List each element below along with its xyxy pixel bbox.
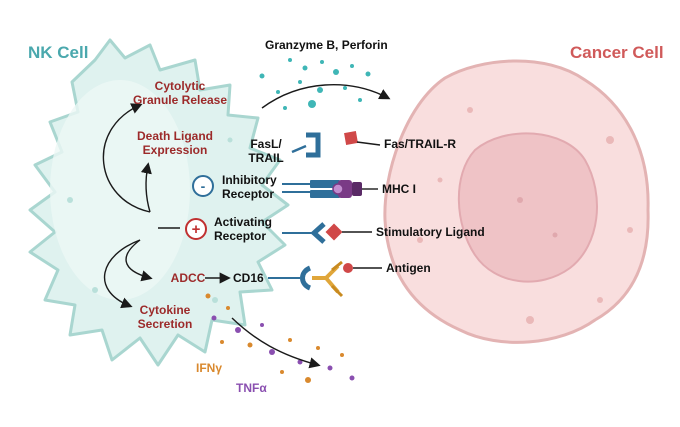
antigen-icon [343, 263, 382, 273]
plus-circle-icon: + [185, 218, 207, 240]
granzyme-label: Granzyme B, Perforin [265, 38, 388, 52]
nk-cell-title: NK Cell [28, 43, 88, 62]
cancer-cell-nucleus [457, 132, 598, 283]
death-ligand-label-line2: Expression [143, 143, 208, 157]
cd16-label: CD16 [233, 271, 264, 285]
mhc-label: MHC I [382, 182, 416, 196]
cytolytic-label-line2: Granule Release [133, 93, 227, 107]
antibody-icon [268, 260, 344, 298]
nk-pathway-arrows [102, 103, 231, 309]
activating-label-line2: Receptor [214, 229, 266, 243]
mhc-icon [332, 180, 378, 198]
cytokine-label-line1: Cytokine [140, 303, 191, 317]
fas-trail-r-icon [344, 131, 381, 146]
fas-trail-r-label: Fas/TRAIL-R [384, 137, 456, 151]
stimulatory-ligand-label: Stimulatory Ligand [376, 225, 485, 239]
cytokine-arrow [231, 317, 321, 369]
cytokine-dots [205, 293, 355, 383]
cytolytic-label-line1: Cytolytic [155, 79, 206, 93]
inhibitory-label-line1: Inhibitory [222, 173, 277, 187]
nk-cell [28, 38, 290, 367]
stimulatory-ligand-icon [325, 223, 372, 241]
ifn-label: IFNγ [196, 361, 222, 375]
inhibitory-receptor-icon [282, 180, 340, 198]
inhibitory-label-line2: Receptor [222, 187, 274, 201]
plus-sign: + [192, 221, 201, 238]
cancer-cell [383, 59, 650, 344]
cancer-cell-title: Cancer Cell [570, 43, 664, 62]
activating-label-line1: Activating [214, 215, 272, 229]
adcc-label: ADCC [171, 271, 206, 285]
granule-dots [259, 58, 371, 110]
minus-sign: - [201, 178, 206, 194]
fasl-label-line2: TRAIL [248, 151, 283, 165]
activating-receptor-icon [282, 222, 326, 244]
antigen-label: Antigen [386, 261, 431, 275]
fasl-receptor-icon [291, 132, 321, 158]
fasl-label-line1: FasL/ [250, 137, 282, 151]
death-ligand-label-line1: Death Ligand [137, 129, 213, 143]
cytokine-label-line2: Secretion [138, 317, 193, 331]
tnf-label: TNFα [236, 381, 267, 395]
granule-arrow [261, 84, 391, 109]
minus-circle-icon: - [192, 175, 214, 197]
